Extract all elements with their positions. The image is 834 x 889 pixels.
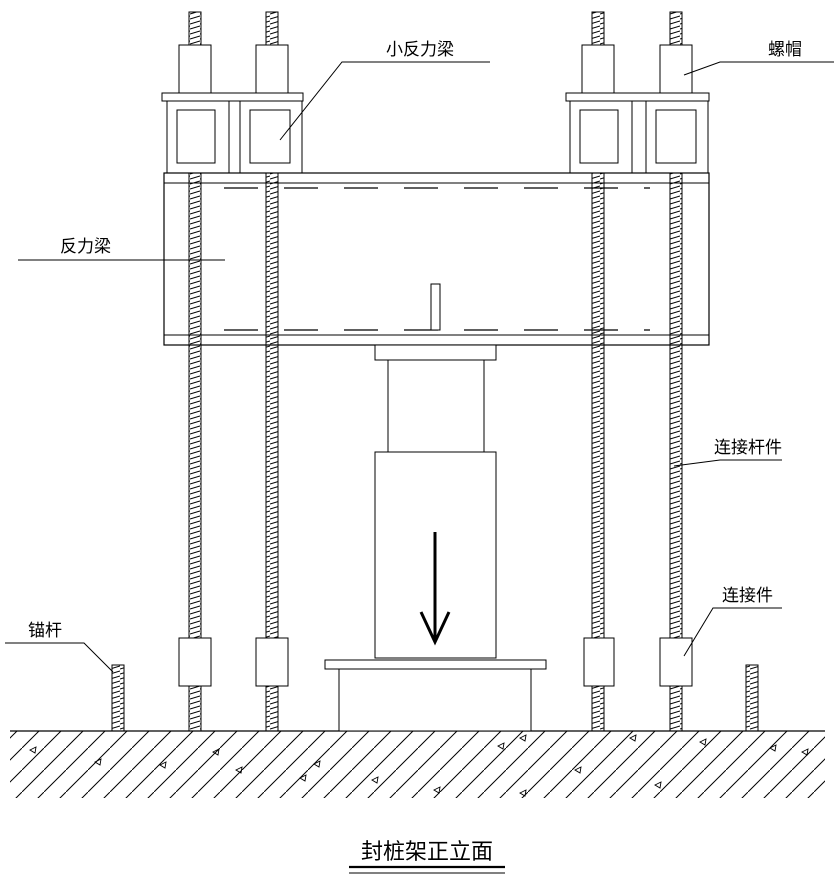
nut-4 [659, 44, 693, 94]
ground-hatching [10, 731, 825, 798]
connector-1 [178, 637, 212, 687]
connecting-rods [188, 11, 683, 732]
connector-4 [659, 637, 693, 687]
rod-2 [265, 11, 279, 732]
drawing-caption: 封桩架正立面 [349, 840, 505, 874]
connectors [178, 637, 693, 687]
label-reaction-beam: 反力梁 [60, 237, 111, 257]
anchor-rods [111, 664, 759, 732]
leader-small-reaction-beam [279, 61, 490, 141]
reaction-beam [163, 172, 710, 346]
label-small-reaction-beam: 小反力梁 [386, 40, 454, 60]
ground-section [10, 730, 825, 798]
small-reaction-beam-right [565, 92, 710, 174]
caption-title: 封桩架正立面 [361, 840, 493, 865]
leader-connector [683, 607, 782, 657]
leader-anchor-rod [5, 642, 114, 673]
nuts [178, 44, 693, 94]
connector-3 [583, 637, 615, 687]
nut-3 [581, 44, 615, 94]
anchor-rod-right [745, 664, 759, 732]
nut-2 [255, 44, 289, 94]
jack-piston-rod [430, 283, 441, 331]
rod-3 [591, 11, 605, 732]
small-reaction-beam-left [161, 92, 304, 174]
leader-connecting-rod [673, 459, 782, 467]
leader-nut [683, 61, 834, 76]
nut-1 [178, 44, 212, 94]
anchor-rod-left [111, 664, 125, 732]
rod-4 [669, 11, 683, 732]
rod-1 [188, 11, 202, 732]
label-nut: 螺帽 [768, 40, 802, 60]
aggregate-marks [29, 734, 809, 797]
connector-2 [255, 637, 289, 687]
label-anchor-rod: 锚杆 [28, 621, 62, 641]
label-connecting-rod: 连接杆件 [714, 438, 782, 458]
pile-head [324, 659, 547, 732]
label-connector: 连接件 [722, 586, 773, 606]
down-arrow-icon [419, 532, 451, 646]
leader-lines [5, 61, 834, 673]
